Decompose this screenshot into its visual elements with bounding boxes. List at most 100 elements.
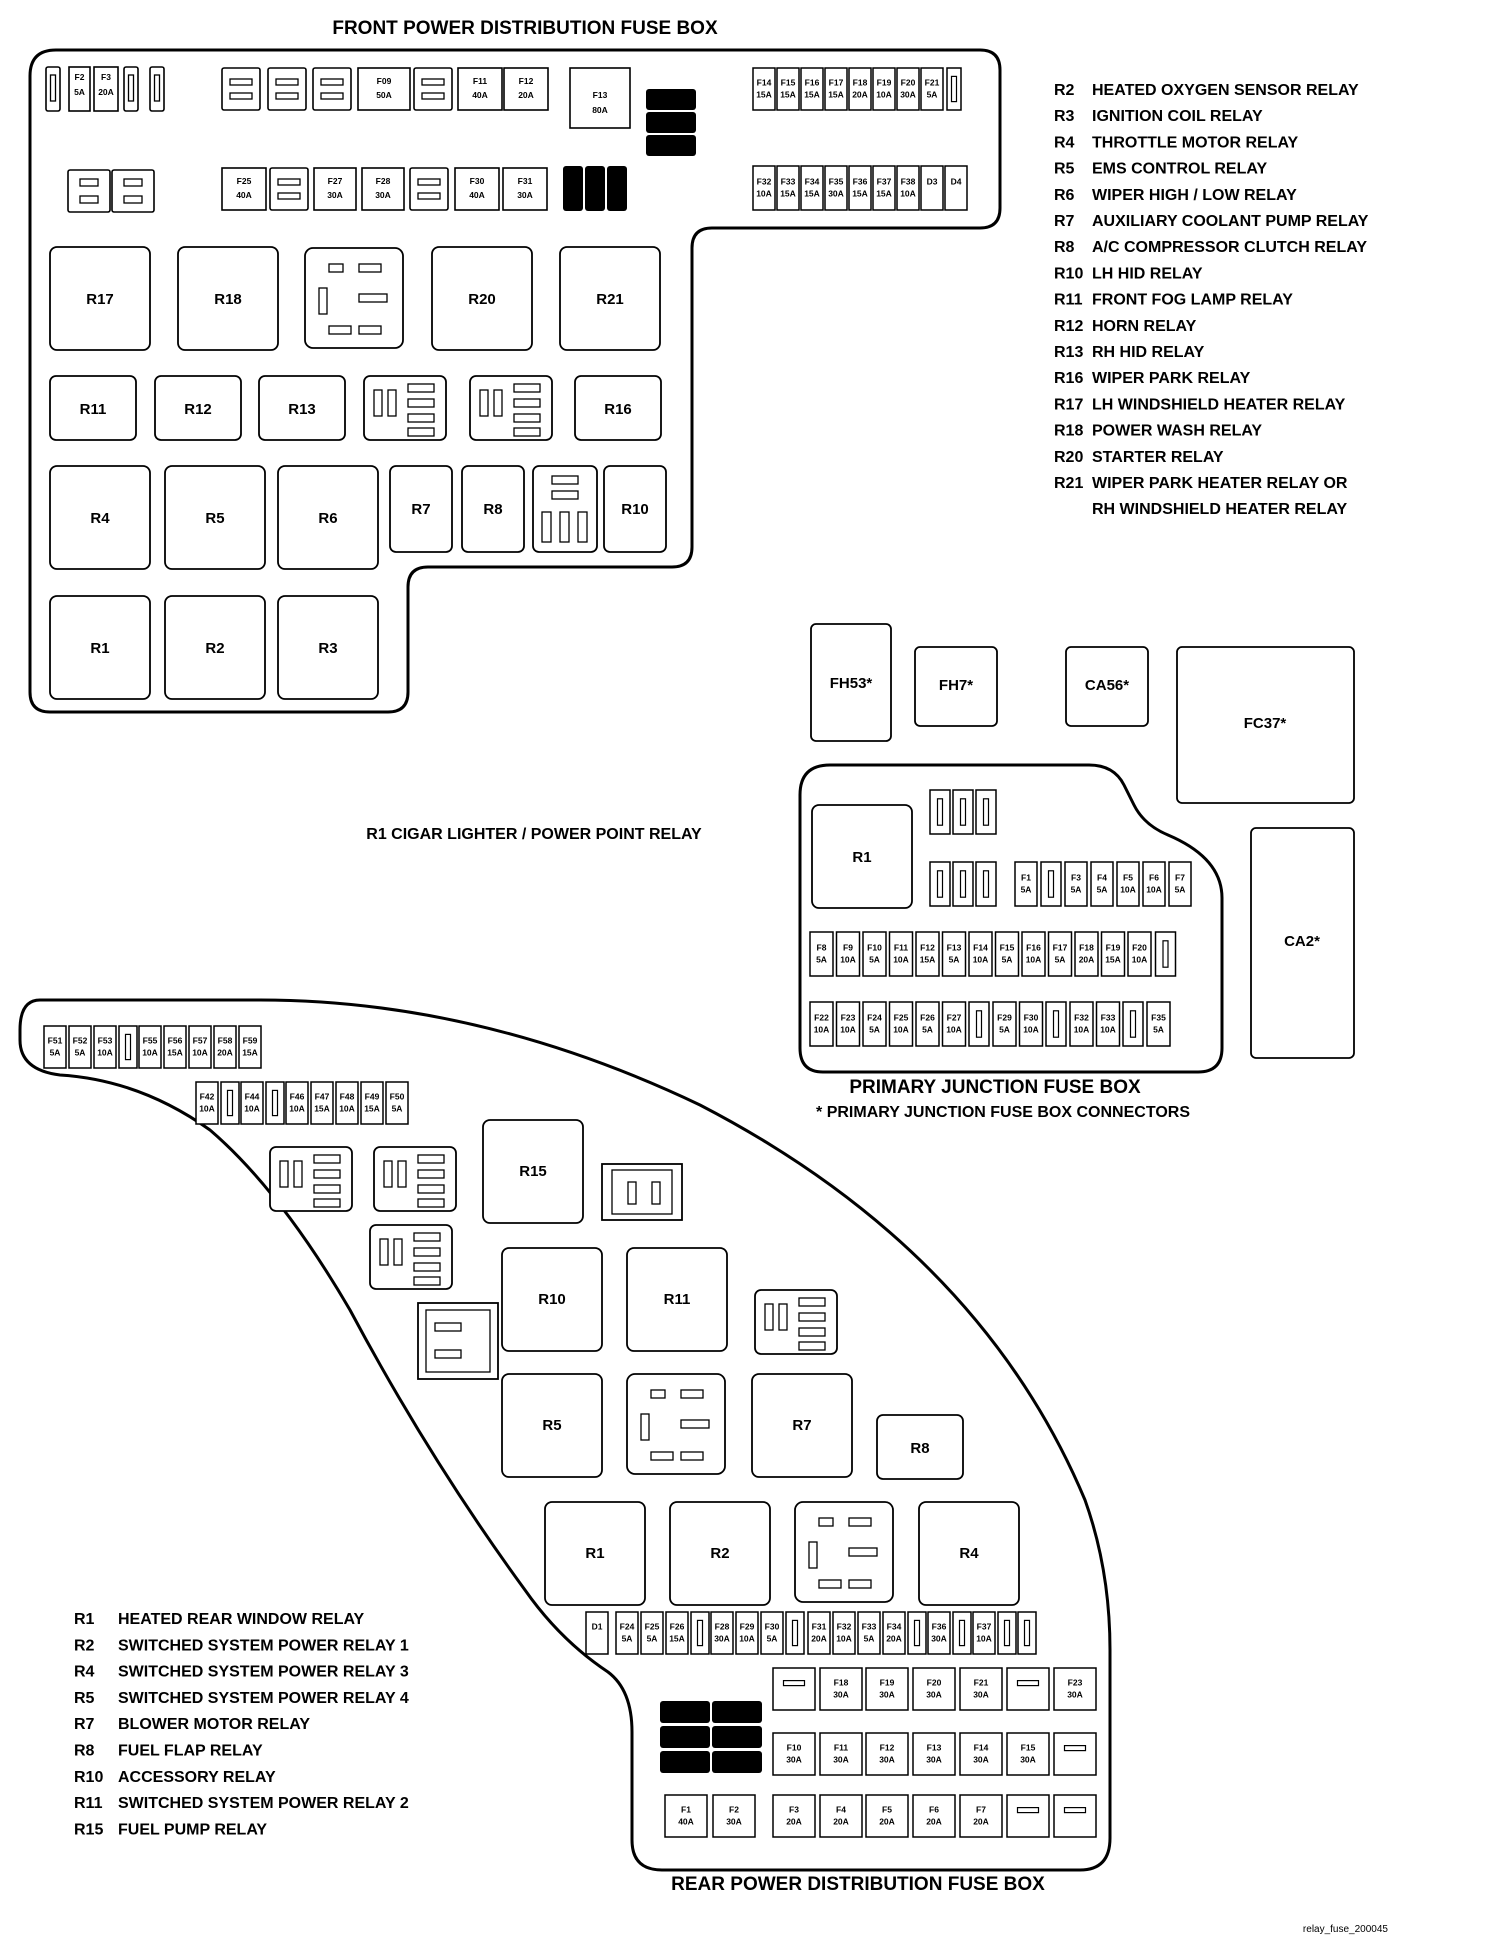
front-relay-r5[interactable]: R5 <box>164 465 266 570</box>
front-mini-fuse[interactable]: D4 <box>944 165 968 211</box>
rear-relay-r1[interactable]: R1 <box>544 1501 646 1606</box>
connector-fh7[interactable]: FH7* <box>914 646 998 727</box>
connector-fh53[interactable]: FH53* <box>810 623 892 742</box>
front-maxi-fuse-slot[interactable] <box>312 67 352 111</box>
front-fuse-slot[interactable]: F30 40A <box>454 167 500 211</box>
blade-fuse-empty[interactable] <box>952 1611 972 1655</box>
blade-fuse-empty[interactable] <box>929 861 951 907</box>
front-fuse-slot[interactable]: F09 50A <box>357 67 411 111</box>
front-relay-r11[interactable]: R11 <box>49 375 137 441</box>
rear-relay-r15[interactable]: R15 <box>482 1119 584 1224</box>
blade-fuse-empty[interactable] <box>1045 1001 1067 1047</box>
rear-relay-socket-empty[interactable] <box>794 1501 894 1603</box>
maxi-fuse-empty[interactable] <box>1006 1667 1050 1711</box>
front-relay-r20[interactable]: R20 <box>431 246 533 351</box>
front-maxi-fuse-slot[interactable] <box>111 169 155 213</box>
rear-mini-relay-socket[interactable] <box>373 1146 457 1212</box>
front-fuse-slot[interactable]: F27 30A <box>313 167 357 211</box>
front-relay-r2[interactable]: R2 <box>164 595 266 700</box>
front-relay-r7[interactable]: R7 <box>389 465 453 553</box>
front-fuse-slot[interactable]: F12 20A <box>503 67 549 111</box>
blade-fuse-empty[interactable] <box>690 1611 710 1655</box>
rear-mini-fuse[interactable]: D1 <box>585 1611 609 1655</box>
front-relay-r6[interactable]: R6 <box>277 465 379 570</box>
rear-mini-relay-socket[interactable] <box>269 1146 353 1212</box>
blade-fuse-empty[interactable] <box>907 1611 927 1655</box>
front-relay-r18[interactable]: R18 <box>177 246 279 351</box>
rear-relay-r4[interactable]: R4 <box>918 1501 1020 1606</box>
front-relay-r13[interactable]: R13 <box>258 375 346 441</box>
front-maxi-fuse-slot[interactable] <box>67 169 111 213</box>
rear-relay-r2[interactable]: R2 <box>669 1501 771 1606</box>
front-blade-fuse[interactable] <box>149 66 165 112</box>
maxi-fuse-empty[interactable] <box>1006 1794 1050 1838</box>
maxi-fuse-empty[interactable] <box>772 1667 816 1711</box>
front-relay-r12[interactable]: R12 <box>154 375 242 441</box>
blade-fuse-empty[interactable] <box>952 789 974 835</box>
blade-fuse-empty[interactable] <box>220 1081 240 1125</box>
front-relay-r4[interactable]: R4 <box>49 465 151 570</box>
front-blade-fuse[interactable] <box>45 66 61 112</box>
front-mini-relay-socket[interactable] <box>469 375 553 441</box>
blade-fuse-empty[interactable] <box>975 861 997 907</box>
front-mini-relay-socket[interactable] <box>532 465 598 553</box>
front-fuse-slot[interactable]: F3 20A <box>93 66 119 112</box>
rear-relay-socket-empty[interactable] <box>626 1373 726 1475</box>
front-relay-socket-empty[interactable] <box>304 247 404 349</box>
blade-fuse-empty[interactable] <box>1017 1611 1037 1655</box>
front-fuse-f13[interactable]: F13 80A <box>569 67 631 129</box>
blade-fuse-empty[interactable] <box>1122 1001 1144 1047</box>
rear-relay-r10[interactable]: R10 <box>501 1247 603 1352</box>
front-mini-fuse[interactable]: D3 <box>920 165 944 211</box>
blade-fuse-empty[interactable] <box>997 1611 1017 1655</box>
primary-relay-r1[interactable]: R1 <box>811 804 913 909</box>
front-fuse-slot[interactable]: F31 30A <box>502 167 548 211</box>
maxi-fuse-empty[interactable] <box>1053 1732 1097 1776</box>
rear-mini-relay-socket[interactable] <box>369 1224 453 1290</box>
rear-relay-r8[interactable]: R8 <box>876 1414 964 1480</box>
front-mini-relay-socket[interactable] <box>363 375 447 441</box>
blade-fuse-empty[interactable] <box>265 1081 285 1125</box>
front-blade-fuse[interactable] <box>123 66 139 112</box>
